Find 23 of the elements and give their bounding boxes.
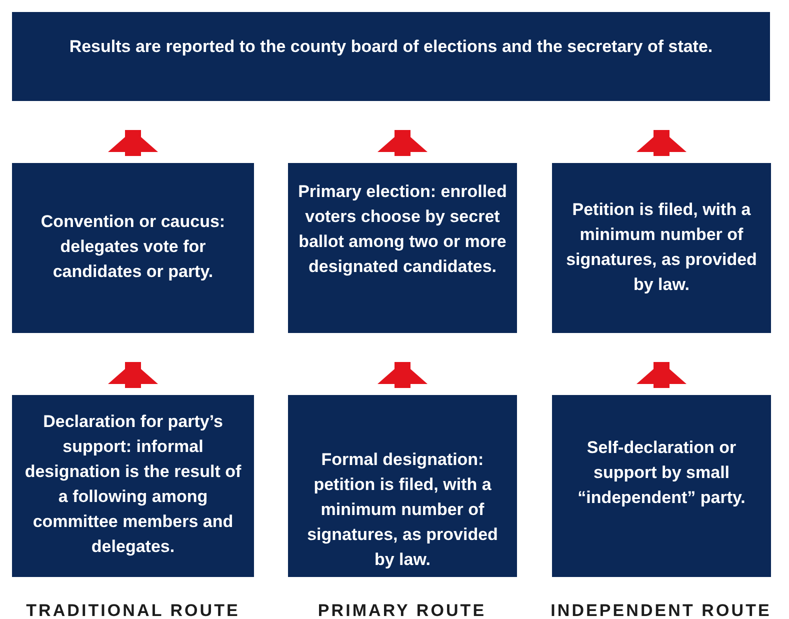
- box-text: Convention or caucus: delegates vote for candidates or party.: [40, 211, 226, 283]
- process-box: [12, 395, 254, 577]
- route-label: TRADITIONAL ROUTE: [26, 600, 240, 619]
- process-box: [12, 163, 254, 333]
- route-label: PRIMARY ROUTE: [318, 600, 486, 619]
- block-arrow: [378, 362, 428, 388]
- process-box: [12, 12, 770, 101]
- block-arrow: [108, 130, 158, 156]
- box-text: Declaration for party’s support: informal designation is the result of a following among committee members and delegates.: [24, 411, 242, 558]
- box-text: Petition is filed, with a minimum number of signatures, as provided by law.: [565, 199, 758, 296]
- box-text: Formal designation: petition is filed, with a minimum number of signatures, as provided by law.: [306, 449, 499, 571]
- process-box: [288, 163, 517, 333]
- process-box: [552, 163, 771, 333]
- block-arrow: [636, 362, 686, 388]
- box-text: Primary election: enrolled voters choose by secret ballot among two or more designated candidates.: [297, 181, 508, 278]
- box-text: Self-declaration or support by small “independent” party.: [576, 437, 746, 509]
- process-box: [552, 395, 771, 577]
- box-text: Results are reported to the county board of elections and the secretary of state.: [69, 36, 713, 58]
- block-arrow: [378, 130, 428, 156]
- block-arrow: [108, 362, 158, 388]
- route-label: INDEPENDENT ROUTE: [550, 600, 772, 619]
- process-box: [288, 395, 517, 577]
- block-arrow: [636, 130, 686, 156]
